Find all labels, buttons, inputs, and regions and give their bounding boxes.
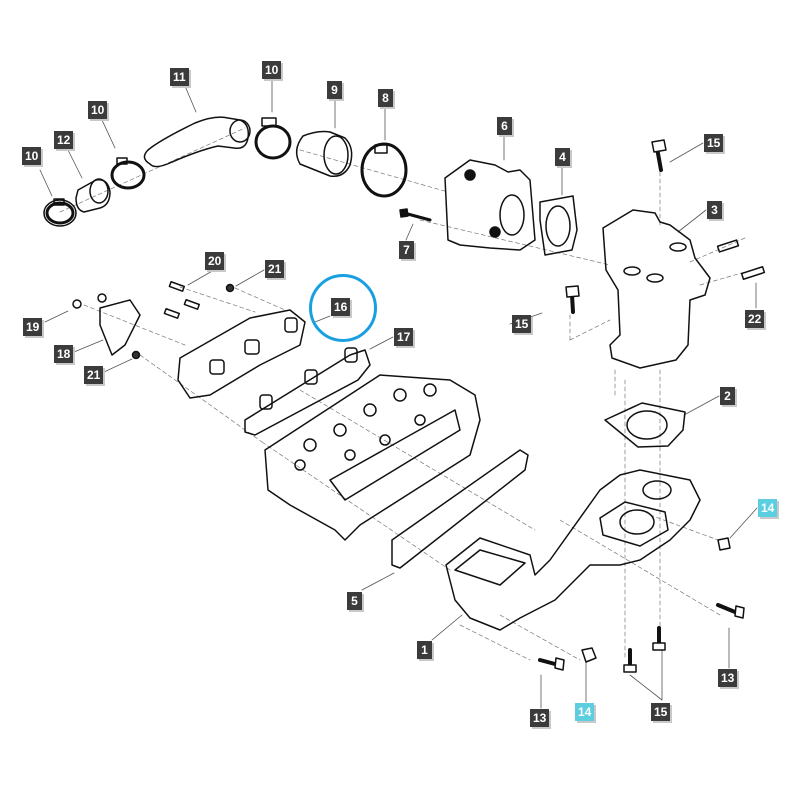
callout-15[interactable]: 15 [512, 315, 532, 333]
callout-21[interactable]: 21 [265, 260, 285, 278]
callout-1[interactable]: 1 [417, 641, 432, 659]
callout-5[interactable]: 5 [347, 592, 362, 610]
gasket-4 [539, 195, 578, 256]
callout-10[interactable]: 10 [262, 61, 282, 79]
callout-12[interactable]: 12 [54, 131, 74, 149]
callout-9[interactable]: 9 [327, 81, 342, 99]
egr-housing [565, 139, 766, 369]
leader-lines [39, 79, 758, 709]
callout-16[interactable]: 16 [331, 298, 351, 316]
callout-11[interactable]: 11 [170, 68, 189, 86]
cylinder-head [264, 374, 481, 541]
callout-10[interactable]: 10 [88, 101, 108, 119]
callout-3[interactable]: 3 [707, 201, 722, 219]
exhaust-gasket [244, 347, 371, 436]
callout-13[interactable]: 13 [718, 669, 738, 687]
callout-7[interactable]: 7 [399, 241, 414, 259]
exhaust-manifold [72, 280, 306, 399]
callout-18[interactable]: 18 [54, 345, 74, 363]
callout-2[interactable]: 2 [720, 387, 735, 405]
gasket-2 [604, 402, 686, 448]
callout-4[interactable]: 4 [555, 148, 570, 166]
callout-17[interactable]: 17 [394, 328, 414, 346]
callout-21[interactable]: 21 [84, 366, 104, 384]
callout-19[interactable]: 19 [23, 318, 43, 336]
callout-20[interactable]: 20 [205, 252, 225, 270]
throttle-body [399, 159, 536, 251]
callout-14-highlighted[interactable]: 14 [575, 703, 595, 721]
callout-15[interactable]: 15 [651, 703, 671, 721]
hose-assembly [43, 116, 408, 227]
intake-manifold [445, 469, 701, 631]
callout-22[interactable]: 22 [745, 310, 765, 328]
callout-14-highlighted[interactable]: 14 [758, 499, 778, 517]
callout-15[interactable]: 15 [704, 134, 724, 152]
callout-13[interactable]: 13 [530, 709, 550, 727]
alignment-lines [59, 127, 753, 661]
callout-6[interactable]: 6 [497, 117, 512, 135]
fasteners-lower [538, 537, 745, 673]
callout-10[interactable]: 10 [22, 147, 42, 165]
intake-gasket [391, 449, 529, 569]
callout-8[interactable]: 8 [378, 89, 393, 107]
